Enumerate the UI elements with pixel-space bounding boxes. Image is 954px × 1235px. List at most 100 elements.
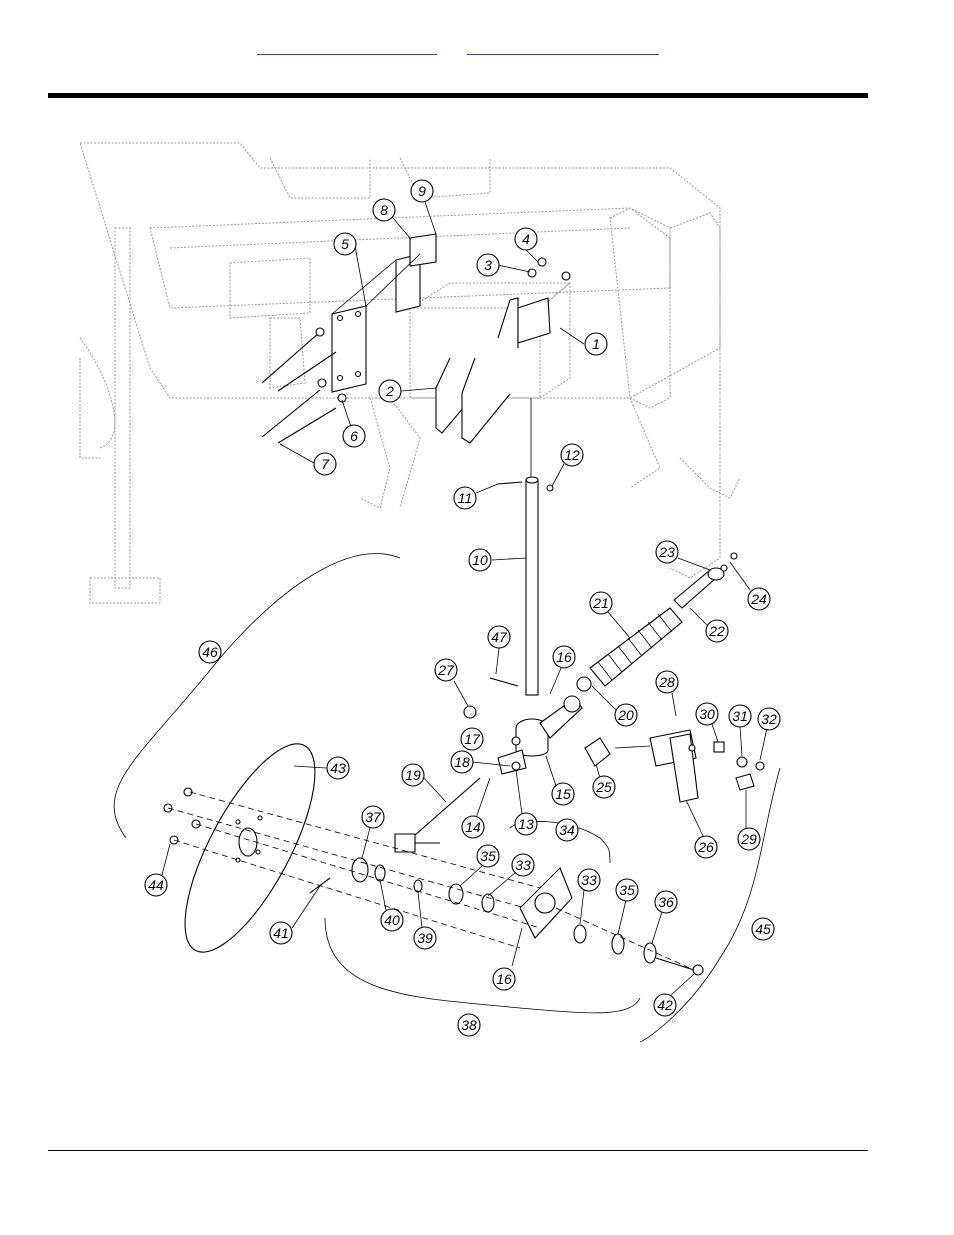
callout-33b	[577, 868, 601, 892]
callout-24	[747, 587, 771, 611]
callout-13-label: 13	[518, 816, 534, 832]
callout-40	[380, 908, 404, 932]
callout-21	[589, 591, 613, 615]
callout-9	[410, 179, 434, 203]
callout-46-label: 46	[202, 644, 218, 660]
callout-21-label: 21	[592, 595, 609, 611]
callout-47-label: 47	[491, 629, 508, 645]
callout-3-label: 3	[484, 257, 492, 273]
disc-blade	[163, 743, 331, 953]
callout-25-label: 25	[595, 779, 612, 795]
callout-38-label: 38	[461, 1017, 477, 1033]
hub-stack	[351, 857, 704, 976]
vertical-shaft	[489, 398, 554, 696]
group-braces	[113, 553, 781, 1043]
callout-33	[511, 853, 535, 877]
callout-7-label: 7	[321, 456, 330, 472]
callout-2	[378, 379, 402, 403]
callout-35	[476, 844, 500, 868]
callout-22	[705, 619, 729, 643]
callout-11	[453, 486, 477, 510]
callout-16	[552, 645, 576, 669]
callout-29-label: 29	[740, 831, 757, 847]
callout-33-label: 33	[515, 857, 531, 873]
callout-26-label: 26	[697, 839, 714, 855]
callout-14	[461, 815, 485, 839]
header-link-2[interactable]	[467, 40, 659, 55]
callout-30	[695, 702, 719, 726]
callout-43	[326, 756, 350, 780]
callout-20-label: 20	[617, 707, 634, 723]
callout-16b-label: 16	[496, 971, 512, 987]
callout-26	[694, 835, 718, 859]
callout-6-label: 6	[350, 428, 358, 444]
callout-22-label: 22	[708, 623, 725, 639]
callout-10	[468, 548, 492, 572]
callout-28-label: 28	[658, 674, 675, 690]
callout-4-label: 4	[522, 231, 530, 247]
callout-15-label: 15	[555, 786, 571, 802]
callout-5-label: 5	[341, 236, 349, 252]
callout-16-label: 16	[556, 649, 572, 665]
callout-39-label: 39	[417, 930, 433, 946]
callout-42-label: 42	[657, 997, 673, 1013]
callout-31	[728, 704, 752, 728]
callout-47	[487, 625, 511, 649]
parts-diagram: 1 2 3 4 5 6 7 8 9 10 11 12 13 14 15 16 1…	[79, 142, 781, 1043]
callout-10-label: 10	[472, 552, 488, 568]
callout-41	[269, 921, 293, 945]
callout-32	[757, 707, 781, 731]
callout-28	[655, 670, 679, 694]
callout-19	[401, 763, 425, 787]
callout-35b-label: 35	[619, 882, 635, 898]
callout-20	[614, 703, 638, 727]
callout-3	[476, 253, 500, 277]
callout-46	[198, 640, 222, 664]
callout-40-label: 40	[384, 912, 400, 928]
callout-27	[434, 658, 458, 682]
callout-19-label: 19	[405, 767, 421, 783]
callout-9-label: 9	[418, 183, 426, 199]
mounting-bolts	[261, 327, 347, 444]
callout-45-label: 45	[755, 921, 771, 937]
callout-2-label: 2	[385, 383, 394, 399]
callout-1	[584, 332, 608, 356]
header-links	[0, 40, 954, 60]
background-frame	[79, 142, 741, 604]
header-link-1[interactable]	[257, 40, 437, 55]
callout-44-label: 44	[148, 877, 164, 893]
callout-32-label: 32	[761, 711, 777, 727]
callout-15	[551, 782, 575, 806]
callout-35b	[615, 878, 639, 902]
bottom-rule	[48, 1150, 868, 1151]
callout-34-label: 34	[559, 822, 575, 838]
callout-39	[413, 926, 437, 950]
callout-18	[450, 750, 474, 774]
callout-8-label: 8	[380, 202, 388, 218]
callout-17	[460, 727, 484, 751]
callout-33b-label: 33	[581, 872, 597, 888]
top-rule	[48, 93, 868, 98]
u-bolts	[435, 257, 571, 444]
callout-4	[514, 227, 538, 251]
callout-6	[342, 424, 366, 448]
callout-18-label: 18	[454, 754, 470, 770]
callout-7	[313, 452, 337, 476]
callout-30-label: 30	[699, 706, 715, 722]
callouts: 1 2 3 4 5 6 7 8 9 10 11 12 13 14 15 16 1…	[144, 179, 781, 1037]
pivot-arm	[394, 695, 583, 853]
callout-37	[361, 805, 385, 829]
callout-25	[592, 775, 616, 799]
callout-29	[737, 827, 761, 851]
callout-37-label: 37	[365, 809, 382, 825]
callout-24-label: 24	[750, 591, 767, 607]
callout-12-label: 12	[564, 447, 580, 463]
callout-23-label: 23	[658, 544, 675, 560]
callout-31-label: 31	[732, 708, 748, 724]
callout-27-label: 27	[437, 662, 455, 678]
callout-36-label: 36	[658, 894, 674, 910]
callout-14-label: 14	[465, 819, 481, 835]
callout-42	[653, 993, 677, 1017]
callout-44	[144, 873, 168, 897]
callout-41-label: 41	[273, 925, 289, 941]
